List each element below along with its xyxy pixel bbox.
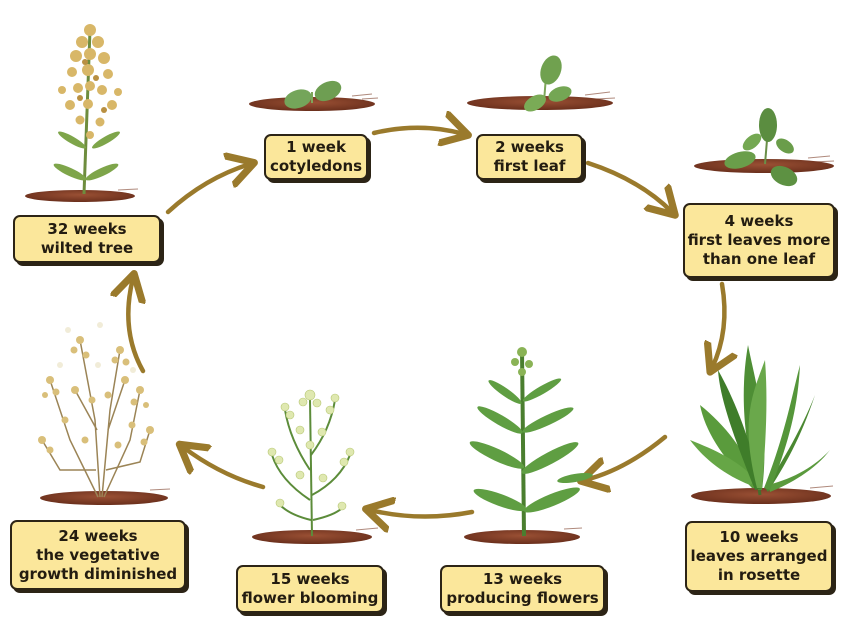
stage-label-2-weeks: 2 weeks first leaf: [476, 134, 583, 180]
stage-label-13-weeks: 13 weeks producing flowers: [440, 565, 605, 613]
stage-label-32-weeks: 32 weeks wilted tree: [13, 215, 161, 263]
stage-weeks: 4 weeks: [724, 212, 794, 230]
rosette-plant: [690, 345, 830, 496]
soil-patch: [249, 97, 375, 111]
stage-label-10-weeks: 10 weeks leaves arranged in rosette: [685, 521, 833, 592]
arrow-13-to-15: [370, 510, 475, 517]
stage-label-4-weeks: 4 weeks first leaves more than one leaf: [683, 203, 835, 278]
soil-patch: [464, 530, 580, 544]
wilted-tall-plant: [53, 24, 122, 195]
stage-label-15-weeks: 15 weeks flower blooming: [236, 565, 384, 613]
stage-description: producing flowers: [446, 589, 599, 607]
soil-patch: [252, 530, 372, 544]
soil-patch: [40, 491, 168, 505]
stage-weeks: 2 weeks: [495, 138, 564, 156]
stage-description: flower blooming: [241, 589, 379, 607]
blooming-plant: [267, 389, 355, 537]
stage-weeks: 1 week: [286, 138, 346, 156]
arrow-1-to-2: [371, 128, 464, 134]
stage-description-2: than one leaf: [702, 250, 816, 268]
stage-label-1-week: 1 week cotyledons: [264, 134, 368, 180]
stage-weeks: 32 weeks: [47, 220, 127, 238]
stage-description: leaves arranged: [690, 547, 828, 565]
cycle-arrows: [128, 128, 724, 517]
stage-description-2: growth diminished: [18, 564, 178, 583]
stage-description: wilted tree: [40, 239, 134, 257]
stage-description: the vegetative: [36, 545, 160, 564]
stage-weeks: 15 weeks: [270, 570, 350, 588]
dry-bushy-plant: [38, 322, 154, 498]
stage-weeks: 13 weeks: [482, 570, 563, 588]
stage-description: first leaves more: [687, 231, 831, 249]
soil-patch: [25, 190, 135, 202]
first-leaf-seedling: [524, 55, 572, 112]
budding-stem-plant: [469, 347, 593, 537]
stage-description-2: in rosette: [717, 566, 801, 584]
cotyledon-seedling: [284, 80, 342, 109]
arrow-15-to-24: [183, 447, 266, 490]
soil-patches: [25, 91, 835, 544]
stage-label-24-weeks: 24 weeks the vegetative growth diminishe…: [10, 520, 186, 590]
arrow-24-to-32: [128, 278, 143, 374]
arrow-4-to-10: [712, 281, 724, 368]
arrow-10-to-13: [585, 434, 668, 480]
arrow-32-to-1: [165, 164, 250, 215]
soil-patch: [694, 159, 834, 173]
soil-patch: [691, 488, 831, 504]
arrow-2-to-4: [585, 160, 672, 212]
stage-description: cotyledons: [269, 157, 363, 175]
stage-weeks: 10 weeks: [719, 528, 799, 546]
young-leafy-plant: [724, 108, 798, 187]
stage-weeks: 24 weeks: [58, 526, 138, 545]
stage-description: first leaf: [493, 157, 566, 175]
